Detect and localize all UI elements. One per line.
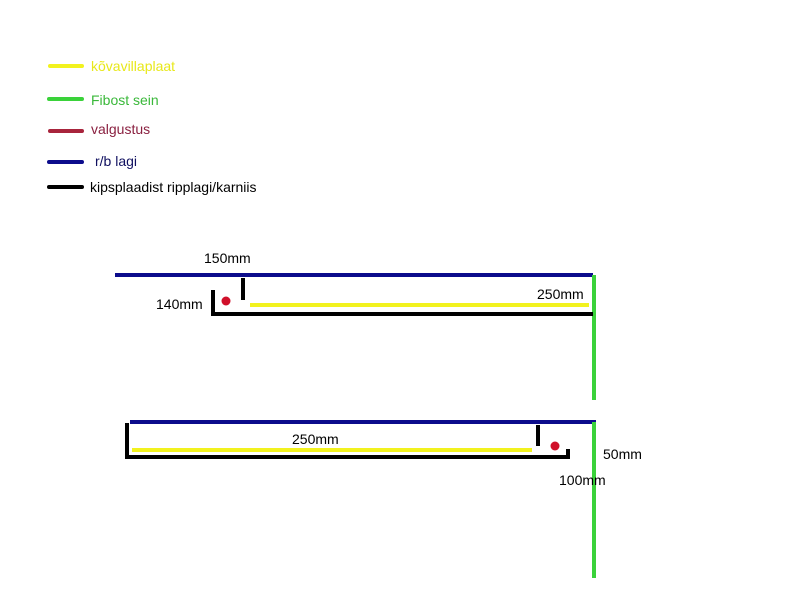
dim-top-depth: 250mm [537,286,584,302]
dim-bottom-width: 100mm [559,472,606,488]
legend-label-hardwool: kõvavillaplaat [91,58,176,74]
light-fixture [550,441,560,451]
dim-top-width: 150mm [204,250,251,266]
drywall-cornice [125,423,570,459]
dim-top-height: 140mm [156,296,203,312]
legend-label-drywall: kipsplaadist ripplagi/karniis [90,179,257,195]
detail-bottom [125,420,596,578]
dim-bottom-height: 50mm [603,446,642,462]
drywall-cornice [211,290,593,316]
detail-top [115,273,596,400]
light-fixture [221,296,231,306]
dim-bottom-depth: 250mm [292,431,339,447]
legend-label-ceiling: r/b lagi [95,153,138,169]
legend-label-fibost: Fibost sein [91,92,159,108]
legend-label-lighting: valgustus [91,121,151,137]
